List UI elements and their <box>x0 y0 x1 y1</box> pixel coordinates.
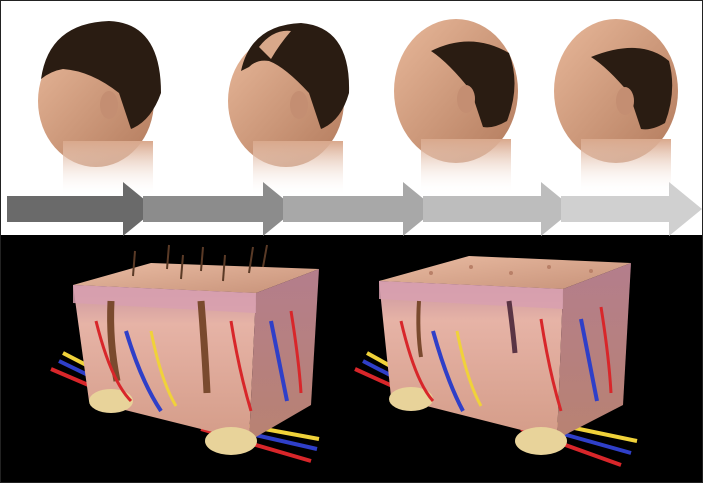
head-stage-3 <box>394 19 518 194</box>
head-stage-1 <box>38 21 161 196</box>
head-stage-4 <box>554 19 678 194</box>
head-stage-2 <box>228 23 349 196</box>
healthy-follicles-block <box>51 245 319 461</box>
miniaturized-follicles-block <box>355 256 637 465</box>
